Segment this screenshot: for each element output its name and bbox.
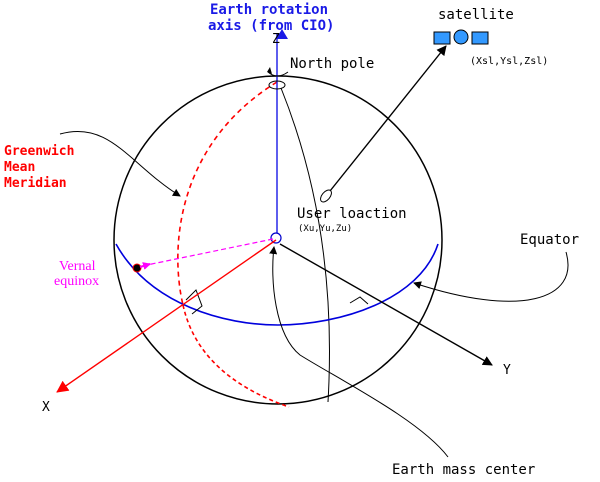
rotation-arrow-head: [267, 67, 272, 74]
x-axis-label: X: [42, 400, 50, 415]
equator-label: Equator: [520, 232, 579, 248]
satellite-body-icon: [453, 29, 469, 45]
meridian-leader: [59, 130, 181, 197]
z-axis-label: Z: [272, 32, 280, 47]
north-pole-marker: [268, 80, 286, 90]
right-angle-marker-left: [185, 289, 203, 315]
axis-title-line1: Earth rotation: [210, 2, 328, 18]
equator-leader: [413, 251, 569, 302]
greenwich-meridian-front: [182, 304, 290, 408]
earth-center: [270, 232, 282, 244]
mass-center-leader: [269, 246, 449, 458]
satellite-coords-label: (Xsl,Ysl,Zsl): [470, 56, 548, 67]
y-axis: [279, 243, 493, 366]
user-location-marker: [320, 189, 332, 203]
right-angle-marker-right: [349, 296, 369, 305]
north-pole-label: North pole: [290, 56, 374, 72]
greenwich-meridian-back: [177, 81, 278, 306]
vernal-equinox-point: [132, 263, 142, 273]
satellite-panel-left-icon: [433, 31, 451, 45]
mass-center-label: Earth mass center: [392, 462, 535, 478]
y-axis-label: Y: [503, 363, 511, 378]
satellite-vector: [325, 45, 447, 197]
user-location-label: User loaction: [297, 206, 407, 222]
user-coords-label: (Xu,Yu,Zu): [298, 224, 352, 234]
vernal-label-line1: Vernal: [59, 259, 96, 274]
rotation-arrow: [267, 71, 289, 77]
vernal-label-line2: equinox: [54, 274, 99, 289]
satellite-panel-right-icon: [471, 31, 489, 45]
meridian-label-line1: Greenwich: [4, 144, 74, 159]
equator-line: [115, 243, 439, 326]
vernal-equinox-line: [141, 238, 274, 267]
vernal-equinox-pointer: [139, 262, 151, 270]
meridian-label-line3: Meridian: [4, 176, 67, 191]
satellite-label: satellite: [438, 7, 514, 23]
x-axis: [56, 239, 277, 393]
user-meridian: [280, 87, 330, 403]
axis-title-line2: axis (from CIO): [208, 18, 334, 34]
meridian-label-line2: Mean: [4, 160, 35, 175]
